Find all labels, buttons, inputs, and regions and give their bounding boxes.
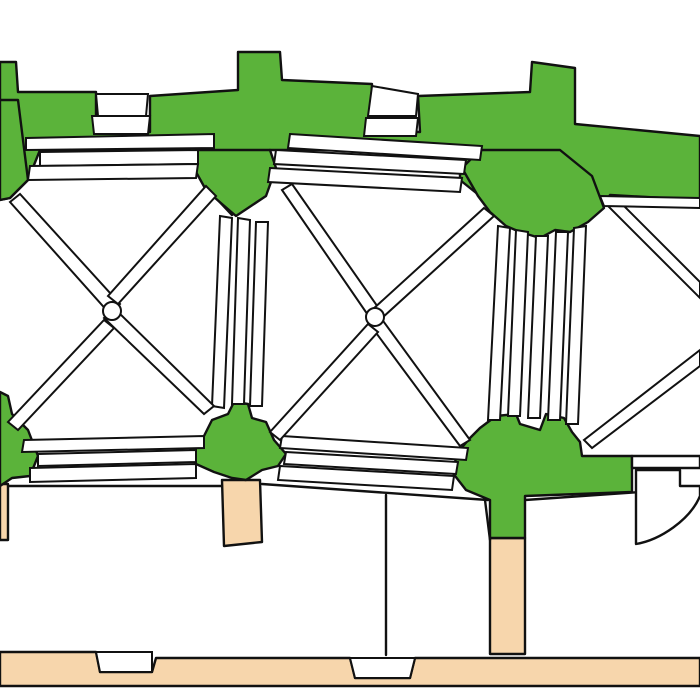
rib-diagonal-e1: [604, 196, 700, 300]
south-piers: [0, 390, 634, 540]
bench-north-west-1: [25, 132, 215, 152]
pier-south-middle: [188, 400, 288, 482]
bench-north-east-3: [266, 166, 464, 194]
bench-south-west-3: [29, 462, 197, 484]
south-steps: [20, 434, 470, 492]
bench-north-west-3: [26, 162, 200, 182]
rib-wall-east-top: [598, 194, 700, 210]
transverse-ribs: [210, 214, 588, 425]
pier-south-east: [450, 412, 634, 540]
rib-diagonal-w1: [8, 192, 122, 316]
pier-north-middle: [194, 148, 278, 218]
bench-north-east-2: [272, 148, 468, 176]
wall-cross-east: [488, 536, 527, 656]
bench-south-east-2: [282, 450, 460, 476]
rib-diagonal-w3: [106, 184, 218, 306]
bench-south-east-3: [276, 464, 456, 492]
rib-transverse-b2: [506, 228, 530, 417]
bench-south-east-1: [278, 434, 470, 462]
pier-stub-middle: [220, 478, 264, 548]
opening-east: [348, 657, 417, 679]
rib-diagonal-m4: [268, 322, 380, 442]
east-stair: [630, 454, 700, 546]
vault-bay-middle: [268, 182, 496, 448]
step-west-top: [94, 93, 150, 117]
keystone-west: [102, 301, 122, 321]
north-steps: [25, 84, 484, 194]
keystone-middle: [365, 307, 385, 327]
opening-west: [94, 651, 153, 673]
rib-transverse-b4: [546, 231, 570, 421]
rib-transverse-b3: [526, 235, 550, 419]
rib-diagonal-w4: [6, 318, 116, 432]
bench-south-west-1: [20, 434, 205, 454]
vault-bay-west: [6, 184, 218, 432]
rib-diagonal-e2: [582, 348, 700, 450]
bench-north-east-1: [286, 132, 484, 162]
rib-diagonal-w2: [102, 306, 216, 416]
rib-transverse-a3: [248, 221, 270, 407]
rib-diagonal-m2: [366, 312, 472, 448]
step-east-mid: [362, 117, 420, 137]
rib-transverse-b1: [486, 224, 512, 421]
lower-rooms: [6, 482, 642, 657]
south-wall-openings: [94, 651, 417, 679]
bench-south-west-2: [37, 448, 197, 468]
stair-curved-door: [634, 468, 700, 546]
wall-stub-west: [0, 482, 10, 542]
rib-diagonal-m3: [370, 206, 496, 320]
rib-transverse-a2: [230, 216, 252, 405]
rib-transverse-a1: [210, 214, 234, 410]
step-east-top: [366, 84, 420, 117]
rib-transverse-b5: [564, 224, 588, 425]
room-outline-west: [6, 482, 490, 502]
step-west-mid: [90, 115, 152, 135]
vault-bay-east: [582, 194, 700, 450]
rib-diagonal-m1: [280, 182, 382, 320]
stair-landing: [630, 454, 700, 470]
